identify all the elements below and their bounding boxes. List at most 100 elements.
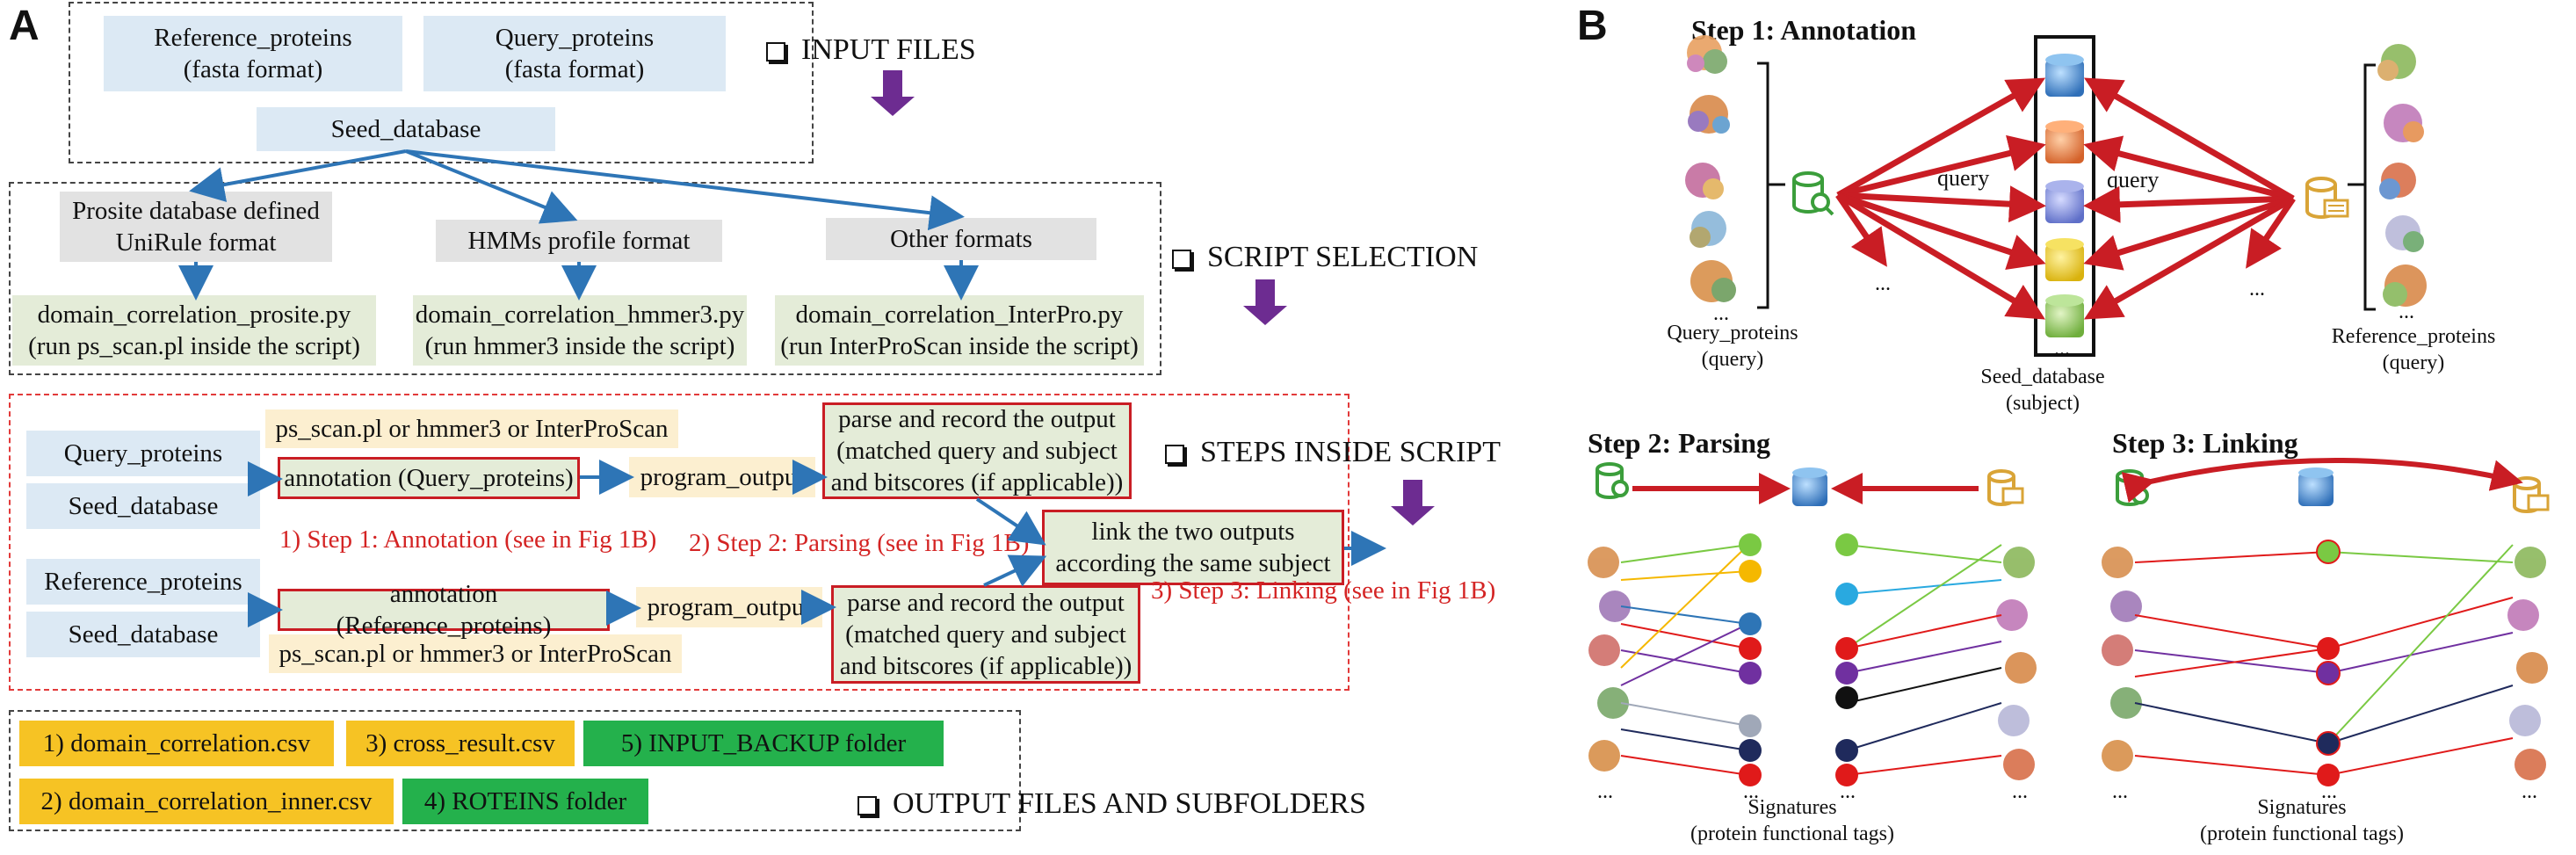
arrow-parse2-link — [983, 554, 1047, 587]
format-prosite: Prosite database defined UniRule format — [60, 192, 332, 262]
script-hmmer3: domain_correlation_hmmer3.py (run hmmer3… — [413, 295, 747, 366]
arrow-parse1-link — [975, 497, 1046, 546]
signature-dot — [1739, 662, 1762, 685]
db-cylinder-icon — [2045, 54, 2084, 97]
protein-structure-icon — [1690, 260, 1736, 302]
query-arrow — [1836, 192, 2046, 320]
signature-dot — [1835, 764, 1858, 786]
signature-dot — [1739, 560, 1762, 583]
arrow-seed-prosite — [189, 149, 407, 202]
checkbox-icon — [1165, 445, 1184, 465]
signatures-label-2: Signatures (protein functional tags) — [2200, 796, 2404, 845]
protein-structure-icon — [1690, 211, 1726, 248]
ellipsis: ... — [2522, 780, 2537, 803]
db-cylinder-icon — [2298, 467, 2334, 506]
script-interpro: domain_correlation_InterPro.py (run Inte… — [775, 295, 1144, 366]
signature-dot — [1835, 533, 1858, 556]
step2-signature-dots — [1739, 533, 1858, 786]
protein-structure-icon — [2383, 264, 2427, 307]
protein-structure-icon — [1688, 95, 1730, 134]
output-group — [9, 710, 1021, 831]
signature-dot — [1835, 739, 1858, 762]
reference-proteins-label: Reference_proteins (query) — [2331, 325, 2496, 374]
tools-top: ps_scan.pl or hmmer3 or InterProScan — [265, 409, 678, 448]
signature-dot — [2317, 764, 2340, 786]
signature-dot — [1739, 533, 1762, 556]
query-arrow — [1836, 77, 2046, 199]
protein-structure-icon — [1687, 35, 1727, 74]
ellipsis: ... — [2321, 780, 2337, 803]
db-cylinder-icon — [2045, 294, 2084, 337]
signatures-label-1: Signatures (protein functional tags) — [1690, 796, 1894, 845]
signature-dot — [1739, 739, 1762, 762]
step2-lines — [1620, 544, 2002, 776]
brackets — [1757, 62, 2376, 311]
query-db-icon — [1792, 171, 1834, 216]
reference-db-icon — [2513, 476, 2550, 513]
query-arrow — [1836, 192, 2046, 270]
steps-group — [9, 394, 1350, 691]
program-output-2: program_output — [636, 587, 822, 627]
db-cylinder-icon — [2045, 120, 2084, 163]
seed-database-input: Seed_database — [257, 107, 555, 151]
query-arrow — [1835, 193, 1887, 267]
reference-proteins-step: Reference_proteins — [26, 559, 260, 605]
reference-bracket — [2363, 63, 2376, 311]
checkbox-icon — [857, 796, 877, 816]
seed-database-step-2: Seed_database — [26, 612, 260, 657]
signature-dot — [1739, 612, 1762, 635]
protein-stack-step3-left — [2102, 547, 2142, 772]
reference-arrow — [2083, 135, 2294, 202]
checkbox-icon — [1172, 250, 1191, 270]
signature-dot — [1739, 714, 1762, 737]
step2-note: 2) Step 2: Parsing (see in Fig 1B) — [689, 529, 1030, 557]
link-outputs: link the two outputs according the same … — [1042, 510, 1344, 585]
output-input-backup: 5) INPUT_BACKUP folder — [583, 721, 944, 766]
reference-arrow — [2083, 185, 2294, 223]
protein-structure-icon — [2384, 104, 2424, 142]
input-files-label: INPUT FILES — [766, 33, 976, 67]
protein-structure-icon — [2385, 215, 2424, 252]
step3-note: 3) Step 3: Linking (see in Fig 1B) — [1151, 576, 1496, 605]
step2-title: Step 2: Parsing — [1588, 427, 1770, 459]
query-bracket — [1757, 62, 1769, 309]
output-domain-correlation: 1) domain_correlation.csv — [19, 721, 334, 766]
query-proteins-input: Query_proteins (fasta format) — [423, 16, 726, 91]
query-proteins-step: Query_proteins — [26, 431, 260, 476]
signature-dot — [1835, 637, 1858, 660]
checkbox-icon — [766, 42, 785, 62]
reference-db-icon — [2305, 177, 2349, 219]
annotation-query: annotation (Query_proteins) — [278, 457, 580, 499]
ellipsis: ... — [2249, 278, 2265, 301]
protein-structure-icon — [2377, 44, 2416, 81]
signature-dot — [1835, 662, 1858, 685]
ellipsis: ... — [1597, 780, 1613, 803]
signature-dot — [2316, 731, 2341, 756]
reference-arrow — [2083, 195, 2295, 320]
seed-database-step-1: Seed_database — [26, 483, 260, 529]
ellipsis: ... — [1713, 302, 1729, 325]
arrow-seed-other — [405, 149, 965, 231]
script-selection-label: SCRIPT SELECTION — [1172, 241, 1478, 274]
ellipsis: ... — [2112, 780, 2128, 803]
output-label: OUTPUT FILES AND SUBFOLDERS — [857, 787, 1366, 821]
format-hmm: HMMs profile format — [436, 220, 722, 262]
reference-arrow — [2083, 195, 2295, 271]
purple-down-arrow-icon — [1391, 480, 1435, 525]
parse-record-2: parse and record the output (matched que… — [831, 585, 1140, 684]
program-output-1: program_output — [629, 457, 815, 497]
output-proteins-folder: 4) ROTEINS folder — [402, 779, 648, 824]
protein-stack-step2-right — [1996, 547, 2037, 780]
seed-db-cylinders — [2045, 54, 2084, 337]
ellipsis-group: ... ... ... ... ... ... ... ... ... ... … — [1597, 272, 2537, 803]
signature-dot — [2317, 637, 2340, 660]
output-domain-correlation-inner: 2) domain_correlation_inner.csv — [19, 779, 394, 824]
signature-dot — [1835, 583, 1858, 605]
purple-down-arrow-icon — [1243, 279, 1287, 325]
seed-database-label: Seed_database (subject) — [1980, 366, 2105, 415]
arrow-seed-hmm — [405, 149, 578, 224]
purple-arrows — [871, 70, 1435, 525]
step3-title: Step 3: Linking — [2112, 427, 2298, 459]
script-selection-group — [9, 182, 1161, 375]
